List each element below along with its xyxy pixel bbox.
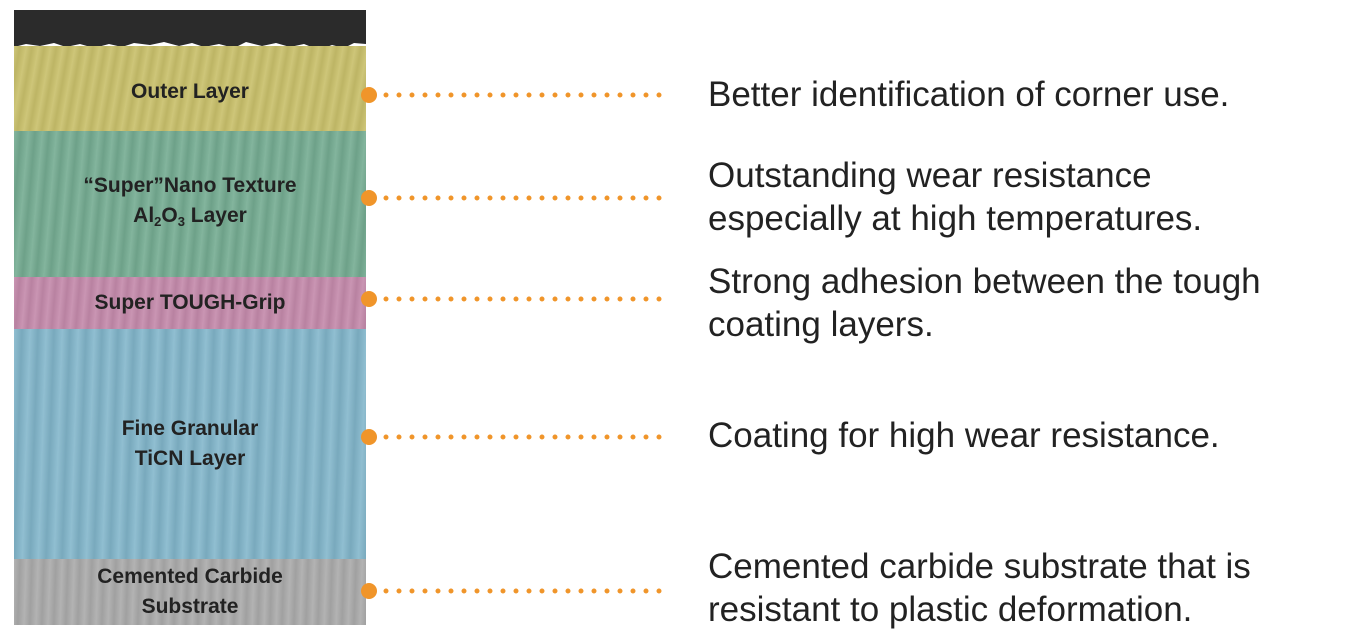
tough-grip-layer-label: Super TOUGH-Grip (94, 291, 286, 314)
coating-cross-section: Outer Layer “Super”Nano Texture Al2O3 La… (14, 10, 366, 625)
connector-outer (361, 87, 675, 103)
description-grip-line1: Strong adhesion between the tough (708, 262, 1261, 301)
description-outer: Better identification of corner use. (708, 73, 1229, 116)
nano-label-line1: “Super”Nano Texture (83, 174, 297, 197)
ticn-label-line2: TiCN Layer (134, 447, 246, 470)
nano-texture-layer-label: “Super”Nano Texture Al2O3 Layer (83, 171, 296, 237)
outer-layer: Outer Layer (14, 46, 366, 131)
description-ticn-line1: Coating for high wear resistance. (708, 416, 1220, 455)
description-ticn: Coating for high wear resistance. (708, 414, 1220, 457)
nano-texture-layer: “Super”Nano Texture Al2O3 Layer (14, 131, 366, 277)
tough-grip-layer: Super TOUGH-Grip (14, 277, 366, 329)
ticn-layer: Fine Granular TiCN Layer (14, 329, 366, 559)
description-grip: Strong adhesion between the tough coatin… (708, 260, 1261, 346)
outer-layer-label: Outer Layer (131, 79, 249, 103)
description-nano-line2: especially at high temperatures. (708, 199, 1203, 238)
description-nano-line1: Outstanding wear resistance (708, 156, 1152, 195)
substrate-label-line2: Substrate (141, 595, 239, 618)
ticn-layer-label: Fine Granular TiCN Layer (122, 414, 259, 474)
connector-grip (361, 291, 675, 307)
substrate-layer: Cemented Carbide Substrate (14, 559, 366, 625)
connector-ticn (361, 429, 675, 445)
description-substrate: Cemented carbide substrate that is resis… (708, 545, 1251, 631)
substrate-layer-label: Cemented Carbide Substrate (97, 562, 283, 622)
connector-nano (361, 190, 675, 206)
ticn-label-line1: Fine Granular (121, 417, 259, 440)
description-substrate-line2: resistant to plastic deformation. (708, 590, 1193, 629)
surface-edge (14, 10, 366, 50)
nano-label-line2: Al2O3 Layer (133, 204, 247, 229)
description-substrate-line1: Cemented carbide substrate that is (708, 547, 1251, 586)
connector-substrate (361, 583, 675, 599)
description-outer-line1: Better identification of corner use. (708, 75, 1230, 114)
substrate-label-line1: Cemented Carbide (97, 565, 283, 588)
description-nano: Outstanding wear resistance especially a… (708, 154, 1202, 240)
description-grip-line2: coating layers. (708, 305, 934, 344)
